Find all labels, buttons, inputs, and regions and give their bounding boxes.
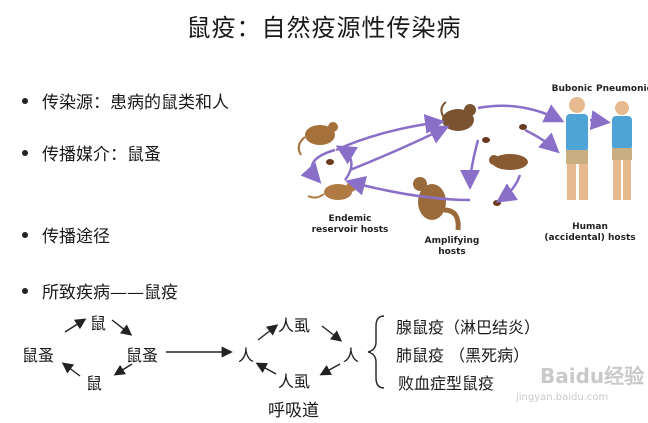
cycle-arrow [65,320,84,332]
cycle-arrow [258,326,276,340]
cycle-arrow [258,364,276,374]
cycle-node-flea-left: 鼠蚤 [22,342,54,366]
watermark-url: jingyan.baidu.com [516,392,608,403]
cycle-node-person-left: 人 [238,342,254,366]
cycle-node-louse-bottom: 人虱 [278,368,310,392]
cycle-node-louse-top: 人虱 [278,312,310,336]
cycle-arrow [112,320,130,334]
cycle-node-rat-bottom: 鼠 [86,370,102,394]
disease-bubonic: 腺鼠疫（淋巴结炎） [396,314,540,338]
cycle-node-flea-right: 鼠蚤 [126,342,158,366]
disease-septicemic: 败血症型鼠疫 [398,370,494,394]
cycle-arrow [322,326,340,340]
cycle-node-person-right: 人 [343,342,359,366]
respiratory-route: 呼吸道 [268,396,319,421]
cycle-arrow [64,364,80,376]
cycle-arrow [322,364,340,374]
cycle-node-rat-top: 鼠 [90,310,106,334]
disease-brace [368,316,384,388]
watermark-brand: Baidu经验 [540,360,644,389]
disease-pneumonic: 肺鼠疫 （黑死病） [396,342,529,366]
